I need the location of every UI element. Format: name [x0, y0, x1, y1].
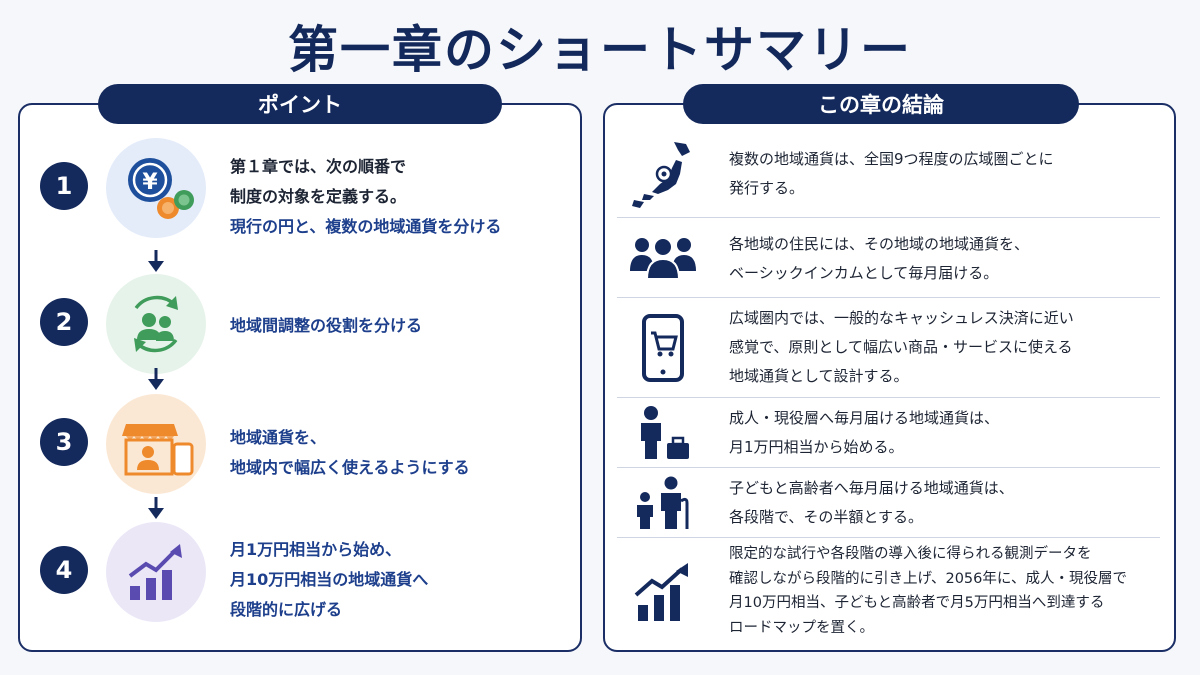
conclusion-line: 月1万円相当から始める。 — [729, 438, 904, 456]
step-3-highlight: 地域通貨を、 — [230, 428, 327, 447]
conclusion-line: ベーシックインカムとして毎月届ける。 — [729, 264, 999, 282]
conclusion-row: 各地域の住民には、その地域の地域通貨を、 ベーシックインカムとして毎月届ける。 — [617, 218, 1160, 298]
step-2-highlight: 地域間調整の役割を分ける — [230, 316, 423, 335]
conclusion-line: 感覚で、原則として幅広い商品・サービスに使える — [729, 338, 1073, 356]
conclusion-row: 複数の地域通貨は、全国9つ程度の広域圏ごとに 発行する。 — [617, 130, 1160, 218]
down-arrow-icon — [148, 250, 164, 272]
conclusion-line: 複数の地域通貨は、全国9つ程度の広域圏ごとに — [729, 150, 1054, 168]
step-4-text: 月1万円相当から始め、 月10万円相当の地域通貨へ 段階的に広げる — [230, 535, 570, 625]
down-arrow-icon — [148, 368, 164, 390]
page-title: 第一章のショートサマリー — [288, 21, 912, 79]
step-number-1: 1 — [40, 162, 88, 210]
conclusion-row: 成人・現役層へ毎月届ける地域通貨は、 月1万円相当から始める。 — [617, 398, 1160, 468]
conclusion-text: 広域圏内では、一般的なキャッシュレス決済に近い 感覚で、原則として幅広い商品・サ… — [729, 304, 1159, 391]
conclusion-line: 各段階で、その半額とする。 — [729, 508, 923, 526]
conclusion-line: 月10万円相当、子どもと高齢者で月5万円相当へ到達する — [729, 595, 1105, 611]
step-1-highlight: 現行の円と、複数の地域通貨を分ける — [230, 217, 502, 236]
conclusion-line: 広域圏内では、一般的なキャッシュレス決済に近い — [729, 309, 1074, 327]
shop-phone-icon — [106, 394, 206, 494]
conclusion-row: 広域圏内では、一般的なキャッシュレス決済に近い 感覚で、原則として幅広い商品・サ… — [617, 298, 1160, 398]
growth-chart-icon — [106, 522, 206, 622]
conclusion-panel — [603, 103, 1176, 652]
conclusion-text: 成人・現役層へ毎月届ける地域通貨は、 月1万円相当から始める。 — [729, 404, 1159, 462]
step-number-3: 3 — [40, 418, 88, 466]
step-1-text: 第１章では、次の順番で 制度の対象を定義する。 現行の円と、複数の地域通貨を分け… — [230, 152, 570, 242]
step-4-highlight: 月1万円相当から始め、 — [230, 540, 402, 559]
step-number-4: 4 — [40, 546, 88, 594]
conclusion-line: 各地域の住民には、その地域の地域通貨を、 — [729, 235, 1030, 253]
conclusion-line: 子どもと高齢者へ毎月届ける地域通貨は、 — [729, 479, 1014, 497]
step-4-highlight: 月10万円相当の地域通貨へ — [230, 570, 429, 589]
step-1-line: 第１章では、次の順番で — [230, 157, 407, 176]
conclusion-row: 限定的な試行や各段階の導入後に得られる観測データを 確認しながら段階的に引き上げ… — [617, 538, 1160, 644]
adult-worker-icon — [627, 402, 699, 464]
step-3-highlight: 地域内で幅広く使えるようにする — [230, 458, 470, 477]
step-3-text: 地域通貨を、 地域内で幅広く使えるようにする — [230, 423, 570, 483]
conclusion-text: 複数の地域通貨は、全国9つ程度の広域圏ごとに 発行する。 — [729, 145, 1159, 203]
exchange-people-icon — [106, 274, 206, 374]
japan-map-icon — [627, 134, 699, 214]
conclusion-line: 成人・現役層へ毎月届ける地域通貨は、 — [729, 409, 1000, 427]
conclusion-text: 各地域の住民には、その地域の地域通貨を、 ベーシックインカムとして毎月届ける。 — [729, 230, 1159, 288]
conclusion-text: 限定的な試行や各段階の導入後に得られる観測データを 確認しながら段階的に引き上げ… — [729, 542, 1159, 640]
conclusion-line: 確認しながら段階的に引き上げ、2056年に、成人・現役層で — [729, 570, 1127, 587]
down-arrow-icon — [148, 497, 164, 519]
step-1-line: 制度の対象を定義する。 — [230, 187, 407, 206]
roadmap-chart-icon — [627, 552, 699, 632]
step-2-text: 地域間調整の役割を分ける — [230, 311, 570, 341]
conclusion-line: 限定的な試行や各段階の導入後に得られる観測データを — [729, 546, 1092, 562]
conclusion-line: 地域通貨として設計する。 — [729, 367, 909, 385]
smartphone-cart-icon — [627, 308, 699, 388]
conclusion-row: 子どもと高齢者へ毎月届ける地域通貨は、 各段階で、その半額とする。 — [617, 468, 1160, 538]
points-header: ポイント — [98, 84, 502, 124]
yen-coins-icon: ¥ — [106, 138, 206, 238]
conclusion-text: 子どもと高齢者へ毎月届ける地域通貨は、 各段階で、その半額とする。 — [729, 474, 1159, 532]
child-elderly-icon — [627, 472, 699, 534]
conclusion-header: この章の結論 — [683, 84, 1079, 124]
step-number-2: 2 — [40, 298, 88, 346]
conclusion-line: 発行する。 — [729, 179, 805, 197]
conclusion-line: ロードマップを置く。 — [729, 619, 874, 636]
residents-group-icon — [627, 226, 699, 290]
svg-text:¥: ¥ — [142, 170, 158, 195]
step-4-highlight: 段階的に広げる — [230, 600, 343, 619]
